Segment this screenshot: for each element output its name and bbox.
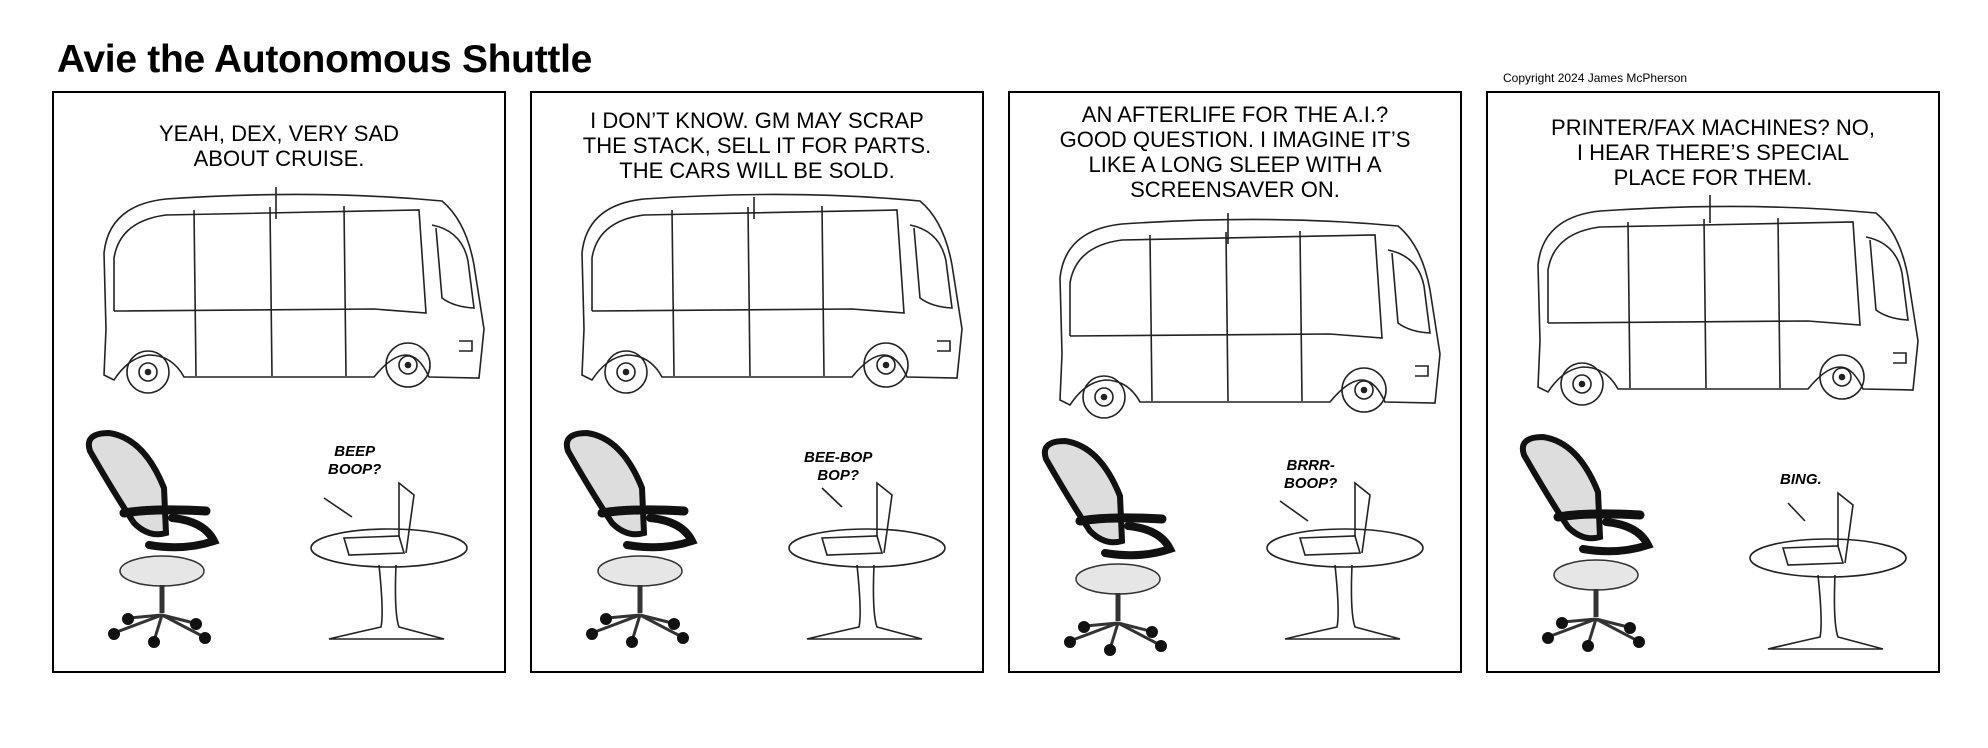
comic-panel-3: AN AFTERLIFE FOR THE A.I.? GOOD QUESTION… <box>1008 91 1462 673</box>
copyright-notice: Copyright 2024 James McPherson <box>1503 71 1688 85</box>
laptop-sound-text-panel-2: BEE-BOP BOP? <box>804 449 873 484</box>
speech-text-panel-4: PRINTER/FAX MACHINES? NO, I HEAR THERE’S… <box>1551 115 1875 190</box>
shuttle-drawing <box>1537 195 1919 406</box>
shuttle-drawing <box>1059 213 1441 419</box>
panel-3-drawing <box>1041 213 1441 656</box>
laptop-sound-text-panel-1: BEEP BOOP? <box>328 443 382 478</box>
comic-title: Avie the Autonomous Shuttle <box>57 38 593 81</box>
shuttle-drawing <box>581 193 963 394</box>
speech-text-panel-2: I DON’T KNOW. GM MAY SCRAP THE STACK, SE… <box>582 108 932 183</box>
comic-panel-4: PRINTER/FAX MACHINES? NO, I HEAR THERE’S… <box>1486 91 1940 673</box>
desk-with-laptop-drawing <box>1266 481 1424 640</box>
shuttle-drawing <box>103 187 485 394</box>
comic-panel-2: I DON’T KNOW. GM MAY SCRAP THE STACK, SE… <box>530 91 984 673</box>
panel-4-drawing <box>1519 195 1919 652</box>
office-chair-drawing <box>563 429 698 648</box>
comic-panel-1: YEAH, DEX, VERY SAD ABOUT CRUISE. BEEP B… <box>52 91 506 673</box>
office-chair-drawing <box>85 429 220 648</box>
desk-with-laptop-drawing <box>788 481 946 640</box>
speech-text-panel-1: YEAH, DEX, VERY SAD ABOUT CRUISE. <box>158 121 400 171</box>
office-chair-drawing <box>1519 433 1654 652</box>
office-chair-drawing <box>1041 437 1176 656</box>
desk-with-laptop-drawing <box>310 481 468 640</box>
laptop-sound-text-panel-3: BRRR- BOOP? <box>1284 457 1338 492</box>
laptop-sound-text-panel-4: BING. <box>1780 471 1822 488</box>
panel-1-drawing <box>85 187 485 648</box>
panel-2-drawing <box>563 193 963 648</box>
desk-with-laptop-drawing <box>1749 491 1907 650</box>
speech-text-panel-3: AN AFTERLIFE FOR THE A.I.? GOOD QUESTION… <box>1059 102 1411 202</box>
